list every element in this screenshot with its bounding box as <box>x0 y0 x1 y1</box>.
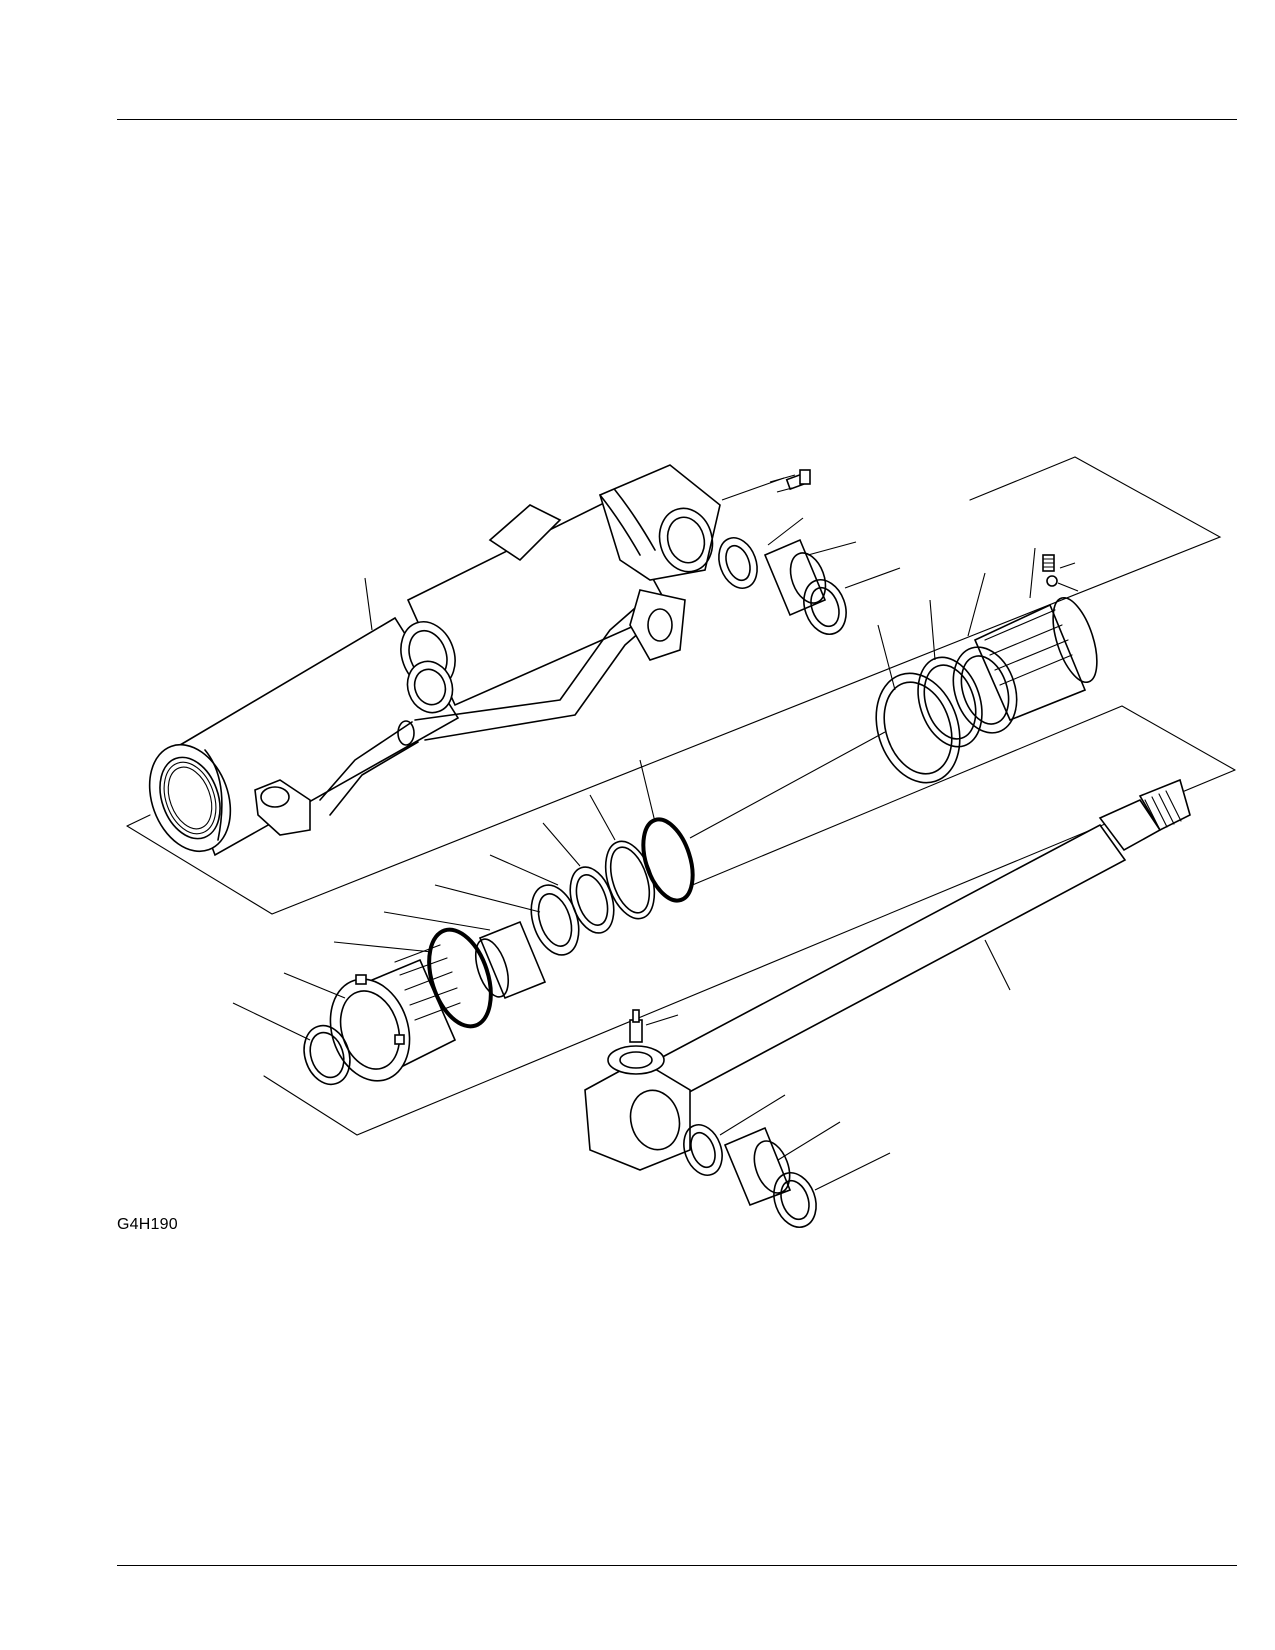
rod-panel-frame <box>263 705 1236 1136</box>
footer-rule <box>117 1565 1237 1566</box>
header-rule <box>117 119 1237 120</box>
grease-fitting-icon <box>785 469 811 491</box>
bushing-icon <box>718 537 847 635</box>
seal-ring-icon <box>427 817 695 1029</box>
piston-rod-icon <box>584 778 1191 1171</box>
piston-icon <box>875 554 1098 784</box>
tube-panel-frame <box>126 456 1222 915</box>
leader-lines <box>232 474 1079 1191</box>
cylinder-tube-icon <box>148 464 721 857</box>
gland-icon <box>303 944 461 1086</box>
figure-code: G4H190 <box>117 1216 178 1233</box>
bushing-icon <box>683 1124 817 1228</box>
